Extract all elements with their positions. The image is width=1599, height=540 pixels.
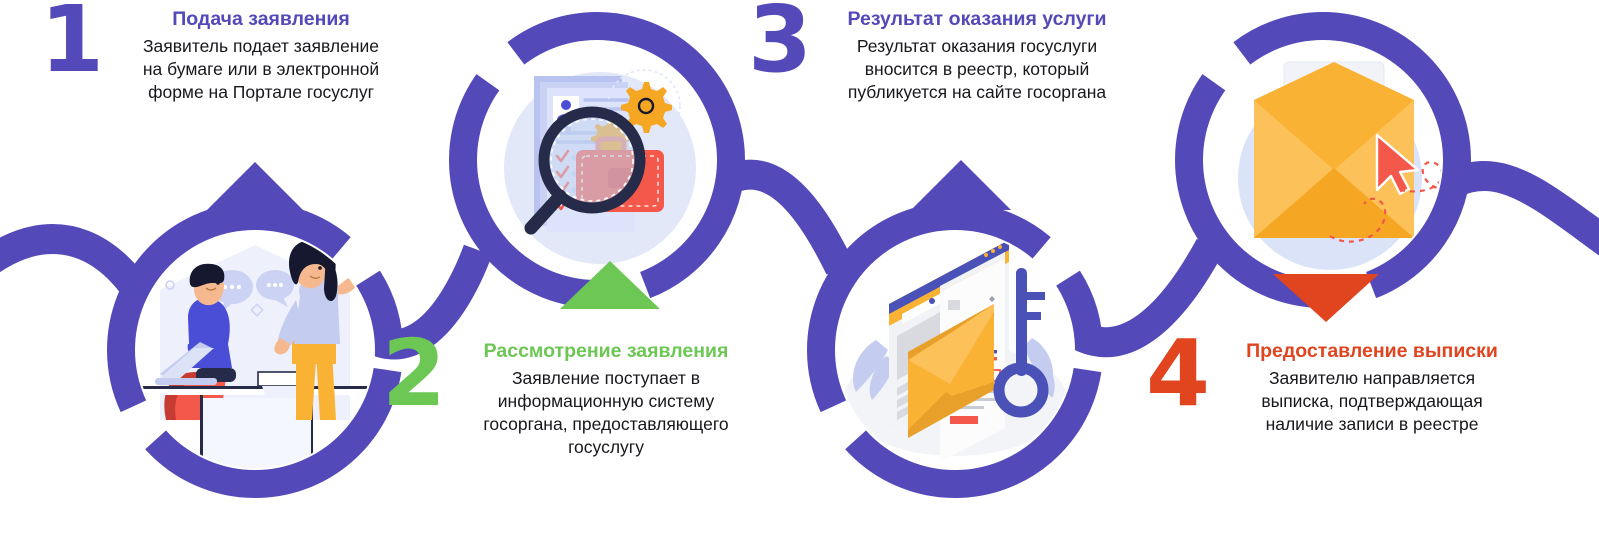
- step-1-number: 1: [40, 0, 104, 93]
- marker-triangle-down-4: [1273, 274, 1379, 322]
- key-icon: [993, 268, 1049, 418]
- step-1: 1 Подача заявления Заявитель подает заяв…: [40, 0, 410, 104]
- step-2-body: Заявление поступает в информационную сис…: [483, 368, 729, 457]
- illustration-registry-publication: [837, 232, 1073, 468]
- dashed-swirl-lower: [1329, 197, 1387, 243]
- step-4-title: Предоставление выписки: [1246, 340, 1498, 362]
- step-2: 2 Рассмотрение заявления Заявление посту…: [382, 327, 782, 458]
- step-4-body: Заявителю направляется выписка, подтверж…: [1261, 368, 1483, 434]
- dashed-swirl: [1399, 160, 1441, 193]
- envelope-icon: [908, 304, 994, 438]
- magnifier-icon: [524, 106, 646, 235]
- marker-triangle-up-2: [560, 261, 660, 309]
- step-2-number: 2: [382, 320, 446, 427]
- step-2-title: Рассмотрение заявления: [483, 340, 729, 362]
- gear-large: [621, 82, 672, 133]
- marker-triangle-up-3: [911, 160, 1011, 210]
- person-seated: [155, 263, 236, 420]
- circle-ring-1: [107, 202, 403, 498]
- step-1-body: Заявитель подает заявление на бумаге или…: [142, 36, 380, 102]
- illustration-people-at-desk: [137, 232, 373, 468]
- step-3-body: Результат оказания госуслуги вносится в …: [847, 36, 1107, 102]
- illustration-open-envelope: [1205, 42, 1441, 278]
- step-1-title: Подача заявления: [172, 8, 350, 30]
- step-3-title: Результат оказания услуги: [847, 8, 1107, 30]
- step-3-number: 3: [748, 0, 812, 93]
- step-4: 4 Предоставление выписки Заявителю напра…: [1146, 327, 1566, 436]
- open-envelope: [1254, 62, 1414, 238]
- speech-bubble-right: [256, 270, 294, 307]
- marker-triangle-up-1: [205, 162, 305, 212]
- step-3: 3 Результат оказания услуги Результат ок…: [748, 0, 1148, 104]
- illustration-docs-magnifier: [479, 42, 715, 278]
- circle-ring-3: [807, 202, 1103, 498]
- step-4-number: 4: [1146, 320, 1210, 427]
- person-standing: [274, 240, 360, 420]
